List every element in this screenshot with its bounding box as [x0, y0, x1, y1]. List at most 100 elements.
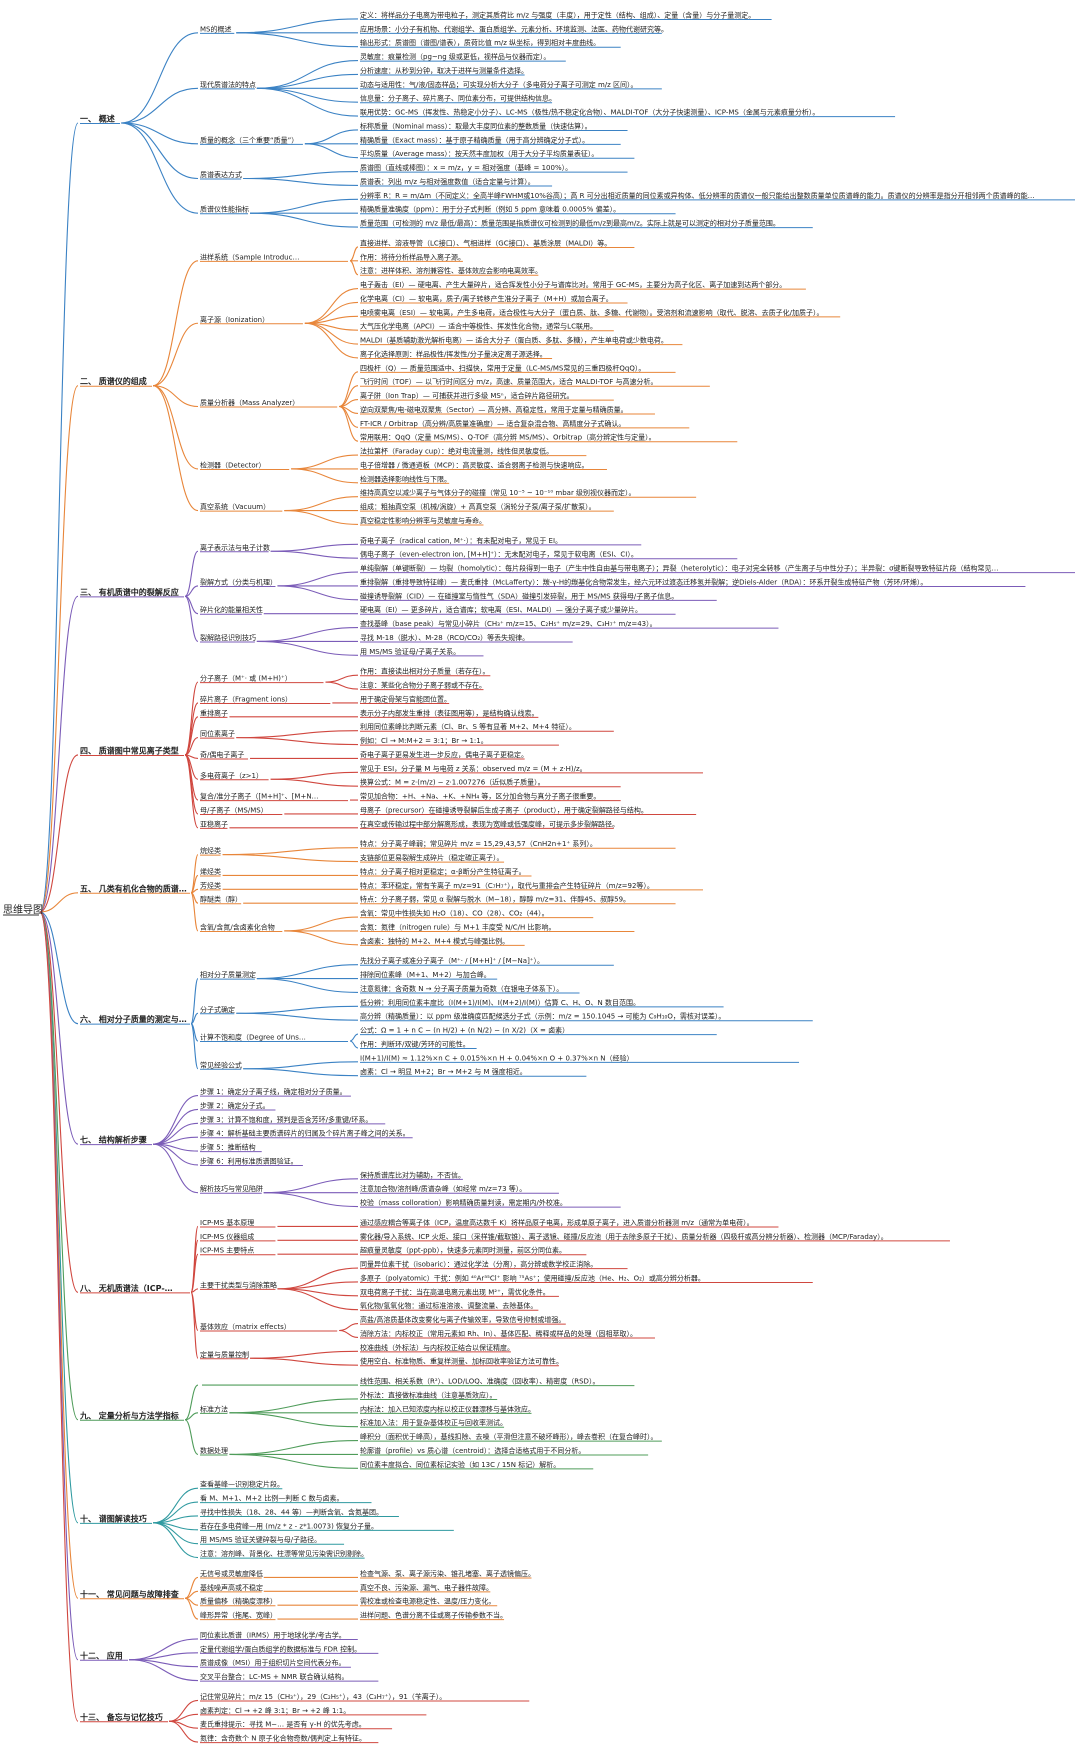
branch-node-label[interactable]: 步骤 3：计算不饱和度，预判是否含芳环/多重键/环系。 — [200, 1115, 372, 1124]
leaf-node-label[interactable]: 离子化选择原则：样品极性/挥发性/分子量决定离子源选择。 — [360, 349, 547, 358]
branch-node-label[interactable]: 烷烃类 — [200, 846, 221, 855]
branch-node-label[interactable]: 碎片化的能量相关性 — [200, 605, 263, 614]
leaf-node-label[interactable]: 峰积分（面积优于峰高），基线扣除、去噪（平滑但注意不破坏峰形），峰去卷积（在复合… — [360, 1432, 658, 1441]
leaf-node-label[interactable]: 检查气源、泵、离子源污染、锥孔堵塞、离子透镜偏压。 — [360, 1569, 535, 1578]
leaf-node-label[interactable]: 特点：分子离子相对更稳定；α-β断分产生特征离子。 — [360, 867, 526, 876]
branch-node-label[interactable]: 步骤 4：解析基础主要质谱碎片的归属及个碎片离子峰之间的关系。 — [200, 1129, 410, 1138]
leaf-node-label[interactable]: 消除方法：内标校正（常用元素如 Rh、In）、基体匹配、稀释或样品的处理（固相萃… — [360, 1329, 637, 1338]
leaf-node-label[interactable]: 在真空或传输过程中部分解离形成，表现为宽峰或低强度峰，可提示多步裂解路径。 — [360, 819, 619, 828]
leaf-node-label[interactable]: 校验（mass colloration）影响精确质量判读，需定期内/外校准。 — [360, 1198, 567, 1207]
branch-node-label[interactable]: 查看基峰—识别稳定片段。 — [200, 1480, 284, 1489]
leaf-node-label[interactable]: 重排裂解（重排导致特征峰）— 麦氏重排（McLafferty）：羰-γ-H的羰基… — [360, 577, 927, 586]
leaf-node-label[interactable]: 氧化物/氢氧化物：通过标准溶液、调整流量、去除基体。 — [360, 1301, 537, 1310]
branch-node-label[interactable]: 步骤 1：确定分子离子线，确定相对分子质量。 — [200, 1087, 347, 1096]
leaf-node-label[interactable]: 特点：苯环稳定，常有苄离子 m/z=91（C₇H₇⁺），取代与重排会产生特征碎片… — [360, 881, 654, 890]
leaf-node-label[interactable]: 法拉第杯（Faraday cup）：绝对电流量测，线性但灵敏度低。 — [360, 447, 553, 456]
branch-node-label[interactable]: 母/子离子（MS/MS） — [200, 805, 268, 814]
branch-node-label[interactable]: 质谱表达方式 — [200, 170, 242, 179]
leaf-node-label[interactable]: 校准曲线（外标法）与内标校正结合以保证精度。 — [360, 1343, 514, 1352]
leaf-node-label[interactable]: 标称质量（Nominal mass）：取最大丰度同位素的整数质量（快速估算）。 — [360, 121, 592, 130]
leaf-node-label[interactable]: 保持质谱库比对为辅助，不否信。 — [360, 1170, 465, 1179]
leaf-node-label[interactable]: 维持高真空以减少离子与气体分子的碰撞（常见 10⁻⁵ ~ 10⁻¹⁰ mbar … — [360, 488, 636, 497]
leaf-node-label[interactable]: 定义：将样品分子电离为带电粒子，测定其质荷比 m/z 与强度（丰度），用于定性（… — [360, 10, 755, 19]
leaf-node-label[interactable]: 同位素丰度拟合、同位素标记实验（如 13C / 15N 标记）解析。 — [360, 1460, 560, 1469]
branch-node-label[interactable]: 裂解路径识别技巧 — [200, 633, 256, 642]
branch-node-label[interactable]: 步骤 2：确定分子式。 — [200, 1101, 270, 1110]
leaf-node-label[interactable]: 支链部位更易裂解生成碎片（稳定碳正离子）。 — [360, 853, 504, 862]
branch-node-label[interactable]: 常见经验公式 — [200, 1060, 242, 1069]
leaf-node-label[interactable]: 多原子（polyatomic）干扰：例如 ⁴⁰Ar³⁵Cl⁺ 影响 ⁷⁵As⁺；… — [360, 1273, 705, 1282]
leaf-node-label[interactable]: 母离子（precursor）在碰撞诱导裂解后生成子离子（product），用于确… — [360, 805, 648, 814]
leaf-node-label[interactable]: 通过感应耦合等离子体（ICP，温度高达数千 K）将样品原子电离，形成单原子离子，… — [360, 1218, 754, 1227]
branch-node-label[interactable]: ICP-MS 基本原理 — [200, 1218, 254, 1227]
branch-node-label[interactable]: 定量与质量控制 — [200, 1350, 249, 1359]
branch-node-label[interactable]: 记住常见碎片：m/z 15（CH₃⁺），29（C₂H₅⁺），43（C₃H₇⁺），… — [200, 1692, 446, 1701]
branch-node-label[interactable]: 注意：溶剂峰、背景化、柱漂等常见污染需识别剔除。 — [200, 1549, 368, 1558]
branch-node-label[interactable]: MS的概述 — [200, 24, 231, 33]
branch-node-label[interactable]: 同位素离子 — [200, 729, 235, 738]
section-node-label[interactable]: 二、 质谱仪的组成 — [80, 376, 147, 386]
leaf-node-label[interactable]: 应用场景：小分子有机物、代谢组学、蛋白质组学、元素分析、环境监测、法医、药物代谢… — [360, 24, 668, 33]
root-node-label[interactable]: 思维导图 — [3, 903, 43, 916]
leaf-node-label[interactable]: 信息量：分子离子、碎片离子、同位素分布，可提供结构信息。 — [360, 94, 556, 103]
leaf-node-label[interactable]: 特点：分子离子峰弱；常见碎片 m/z = 15,29,43,57（CnH2n+1… — [360, 839, 597, 848]
branch-node-label[interactable]: 基线噪声高或不稳定 — [200, 1583, 263, 1592]
leaf-node-label[interactable]: 含氧：常见中性损失如 H₂O（18）、CO（28）、CO₂（44）。 — [360, 909, 549, 918]
branch-node-label[interactable]: 寻找中性损失（18、28、44 等）—判断含氧、含氮基团。 — [200, 1507, 383, 1516]
branch-node-label[interactable]: 数据处理 — [200, 1446, 228, 1455]
branch-node-label[interactable]: 醇醚类（醇） — [200, 895, 242, 904]
leaf-node-label[interactable]: 精确质量（Exact mass）：基于原子精确质量（用于高分辨确定分子式）。 — [360, 135, 589, 144]
branch-node-label[interactable]: 重排离子 — [200, 708, 228, 717]
branch-node-label[interactable]: 基体效应（matrix effects） — [200, 1322, 291, 1331]
leaf-node-label[interactable]: 使用空白、标准物质、重复样测量、加标回收率验证方法可靠性。 — [360, 1357, 563, 1366]
leaf-node-label[interactable]: 同量异位素干扰（isobaric）：通过化学法（分离），高分辨或数学校正消除。 — [360, 1260, 597, 1269]
leaf-node-label[interactable]: 进样问题、色谱分离不佳或离子传输参数不当。 — [360, 1611, 507, 1620]
branch-node-label[interactable]: 峰形异常（拖尾、宽峰） — [200, 1611, 277, 1620]
leaf-node-label[interactable]: 逆向双聚焦/电-磁电双聚焦（Sector）— 高分辨、高稳定性，常用于定量与精确… — [360, 405, 628, 414]
leaf-node-label[interactable]: 电子倍增器 / 微通道板（MCP）：高灵敏度、适合弱离子检测与快速响应。 — [360, 460, 588, 469]
branch-node-label[interactable]: 复合/准分子离子（[M+H]⁺、[M+N… — [200, 792, 319, 801]
branch-node-label[interactable]: 麦氏重排提示：寻找 M−… 是否有 γ-H 的优先考虑。 — [200, 1720, 366, 1729]
leaf-node-label[interactable]: 常见加合物：+H、+Na、+K、+NH₄ 等，区分加合物与真分子离子很重要。 — [360, 792, 600, 801]
leaf-node-label[interactable]: 组成：粗抽真空泵（机械/涡旋）+ 高真空泵（涡轮分子泵/离子泵/扩散泵）。 — [360, 502, 596, 511]
leaf-node-label[interactable]: 平均质量（Average mass）：按天然丰度加权（用于大分子平均质量表征）。 — [360, 149, 598, 158]
leaf-node-label[interactable]: MALDI（基质辅助激光解析电离）— 适合大分子（蛋白质、多肽、多糖），产生单电… — [360, 336, 668, 345]
leaf-node-label[interactable]: 质谱表：列出 m/z 与相对强度数值（适合定量与计算）。 — [360, 177, 535, 186]
branch-node-label[interactable]: 交叉平台整合：LC-MS + NMR 联合确认结构。 — [200, 1672, 348, 1681]
branch-node-label[interactable]: 离子表示法与电子计数 — [200, 543, 270, 552]
leaf-node-label[interactable]: 注意加合物/溶剂峰/质谱杂峰（如经常 m/z=73 等）。 — [360, 1184, 526, 1193]
leaf-node-label[interactable]: 内标法：加入已知浓度内标以校正仪器漂移与基体效应。 — [360, 1404, 535, 1413]
leaf-node-label[interactable]: 换算公式：M = z·(m/z) − z·1.007276（近似质子质量）。 — [360, 778, 545, 787]
leaf-node-label[interactable]: 分辨率 R：R = m/Δm（不同定义：全高半峰FWHM或10%谷高）；高 R … — [360, 191, 1035, 200]
leaf-node-label[interactable]: 奇电子离子（radical cation, M⁺·）：有未配对电子，常见于 EI… — [360, 536, 562, 545]
branch-node-label[interactable]: 质量的概念（三个重要“质量”） — [200, 135, 298, 144]
branch-node-label[interactable]: ICP-MS 主要特点 — [200, 1246, 254, 1255]
section-node-label[interactable]: 三、 有机质谱中的裂解反应 — [80, 587, 179, 597]
branch-node-label[interactable]: 真空系统（Vacuum） — [200, 502, 270, 511]
branch-node-label[interactable]: 质量分析器（Mass Analyzer） — [200, 398, 299, 407]
leaf-node-label[interactable]: 真空不良、污染源、漏气、电子器件故障。 — [360, 1583, 493, 1592]
leaf-node-label[interactable]: 作用：直接读出相对分子质量（若存在）。 — [360, 667, 490, 676]
leaf-node-label[interactable]: 特点：分子离子弱，常见 α 裂解与脱水（M−18），醇醇 m/z=31、伴醇45… — [360, 895, 630, 904]
leaf-node-label[interactable]: 用 MS/MS 验证母/子离子关系。 — [360, 647, 460, 656]
leaf-node-label[interactable]: 双电荷离子干扰：当在高温电离元素出现 M²⁺，需优化条件。 — [360, 1287, 550, 1296]
branch-node-label[interactable]: 分子离子（M⁺· 或 (M+H)⁺） — [200, 674, 292, 683]
branch-node-label[interactable]: 分子式确定 — [200, 1005, 235, 1014]
leaf-node-label[interactable]: 离子阱（Ion Trap）— 可捕获并进行多级 MSⁿ，适合碎片路径研究。 — [360, 391, 574, 400]
branch-node-label[interactable]: 步骤 5：推断结构 — [200, 1143, 256, 1152]
leaf-node-label[interactable]: 标准加入法：用于复杂基体校正与回收率测试。 — [360, 1418, 507, 1427]
leaf-node-label[interactable]: 动态与适用性：气/液/固态样品；可实现分析大分子（多电荷分子离子可测定 m/z … — [360, 80, 638, 89]
branch-node-label[interactable]: 裂解方式（分类与机理） — [200, 577, 277, 586]
branch-node-label[interactable]: 质量偏移（精确度漂移） — [200, 1597, 277, 1606]
branch-node-label[interactable]: 步骤 6：利用标准质谱图验证。 — [200, 1156, 298, 1165]
branch-node-label[interactable]: 卤素判定：Cl → +2 峰 3:1；Br → +2 峰 1:1。 — [200, 1706, 350, 1715]
branch-node-label[interactable]: 含氧/含氮/含卤素化合物 — [200, 922, 275, 931]
leaf-node-label[interactable]: 雾化器/导入系统、ICP 火炬、接口（采样锥/截取锥）、离子透镜、碰撞/反应池（… — [360, 1232, 888, 1241]
leaf-node-label[interactable]: 精确质量准确度（ppm）：用于分子式判断（例如 5 ppm 意味着 0.0005… — [360, 205, 620, 214]
leaf-node-label[interactable]: 化学电离（CI）— 软电离，质子/离子转移产生准分子离子（M+H）或加合离子。 — [360, 294, 613, 303]
branch-node-label[interactable]: 氮律：含奇数个 N 原子化合物奇数/偶判定上有特征。 — [200, 1734, 366, 1743]
branch-node-label[interactable]: ICP-MS 仪器组成 — [200, 1232, 254, 1241]
section-node-label[interactable]: 十三、 备忘与记忆技巧 — [80, 1712, 163, 1722]
leaf-node-label[interactable]: 电喷雾电离（ESI）— 软电离，产生多电荷，适合极性与大分子（蛋白质、肽、多糖、… — [360, 308, 824, 317]
leaf-node-label[interactable]: 先找分子离子或准分子离子（M⁺· / [M+H]⁺ / [M−Na]⁺）。 — [360, 956, 544, 965]
